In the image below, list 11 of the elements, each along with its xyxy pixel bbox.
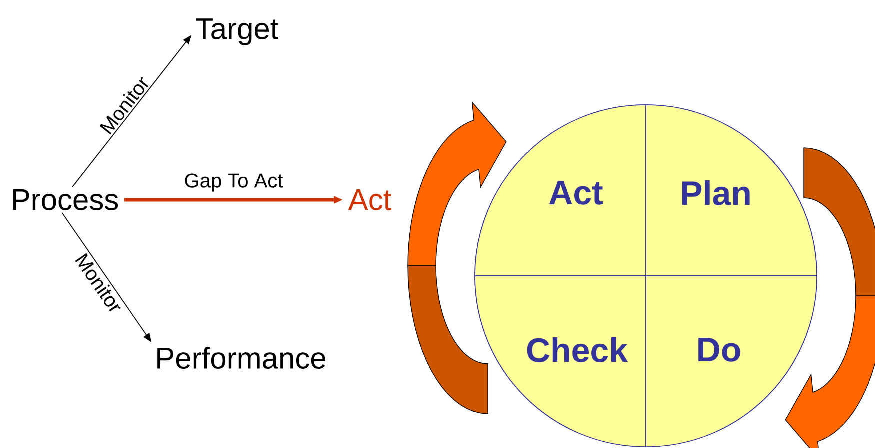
node-label: Target (196, 18, 278, 46)
edge-label: Gap To Act (185, 174, 284, 192)
quadrant-sector: Plan (646, 104, 818, 276)
curved-arrow (785, 148, 875, 448)
node-label: Act (348, 190, 392, 210)
node-label: Process (13, 190, 118, 210)
quadrant-sector: Check (474, 276, 646, 448)
node-label: Performance (158, 347, 326, 369)
quadrant-sector: Act (474, 104, 646, 276)
curved-arrow (408, 101, 507, 414)
quadrant-sector: Do (646, 276, 818, 448)
